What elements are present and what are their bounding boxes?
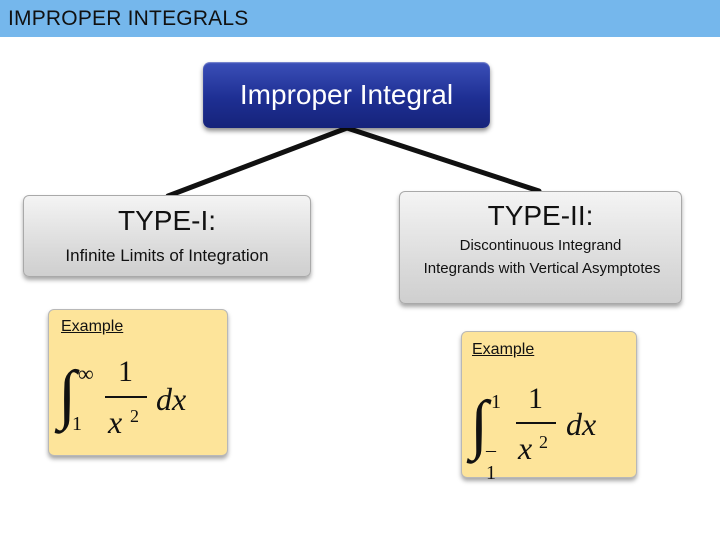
type2-integral-sign: ∫	[470, 388, 489, 461]
root-node-label: Improper Integral	[239, 79, 454, 110]
root-node-improper-integral: Improper Integral	[203, 62, 490, 128]
type1-fraction-bar	[105, 396, 147, 398]
type1-differential: dx	[156, 381, 187, 417]
type1-example-label: Example	[61, 318, 124, 335]
type1-denominator-base: x	[108, 404, 123, 440]
connector-right	[344, 125, 542, 194]
type1-example-box	[48, 309, 228, 456]
type2-denominator-exponent: 2	[539, 432, 548, 452]
type1-upper-limit: ∞	[78, 361, 94, 386]
type2-example-box	[461, 331, 637, 478]
type2-box: TYPE-II: Discontinuous Integrand Integra…	[399, 191, 682, 304]
type2-heading: TYPE-II:	[487, 200, 594, 231]
type1-heading: TYPE-I:	[117, 205, 216, 236]
type2-fraction-bar	[516, 422, 556, 424]
type2-denominator-base: x	[518, 430, 533, 466]
page-title: IMPROPER INTEGRALS	[8, 7, 249, 30]
type2-description-vertical-asymptotes: Integrands with Vertical Asymptotes	[423, 260, 661, 277]
type1-integral-sign: ∫	[58, 358, 77, 431]
type2-upper-limit: 1	[491, 391, 501, 413]
type2-lower-limit: –1	[486, 439, 496, 484]
type1-description: Infinite Limits of Integration	[65, 246, 269, 265]
type1-lower-limit: 1	[72, 413, 82, 435]
type1-box: TYPE-I: Infinite Limits of Integration	[23, 195, 311, 277]
title-bar: IMPROPER INTEGRALS	[0, 0, 720, 37]
connector-left	[165, 125, 350, 199]
type2-differential: dx	[566, 406, 597, 442]
type2-numerator: 1	[528, 382, 543, 415]
type2-description: Discontinuous Integrand	[459, 237, 622, 254]
type2-example-label: Example	[472, 341, 535, 358]
type1-denominator-exponent: 2	[130, 406, 139, 426]
type1-numerator: 1	[118, 355, 133, 388]
